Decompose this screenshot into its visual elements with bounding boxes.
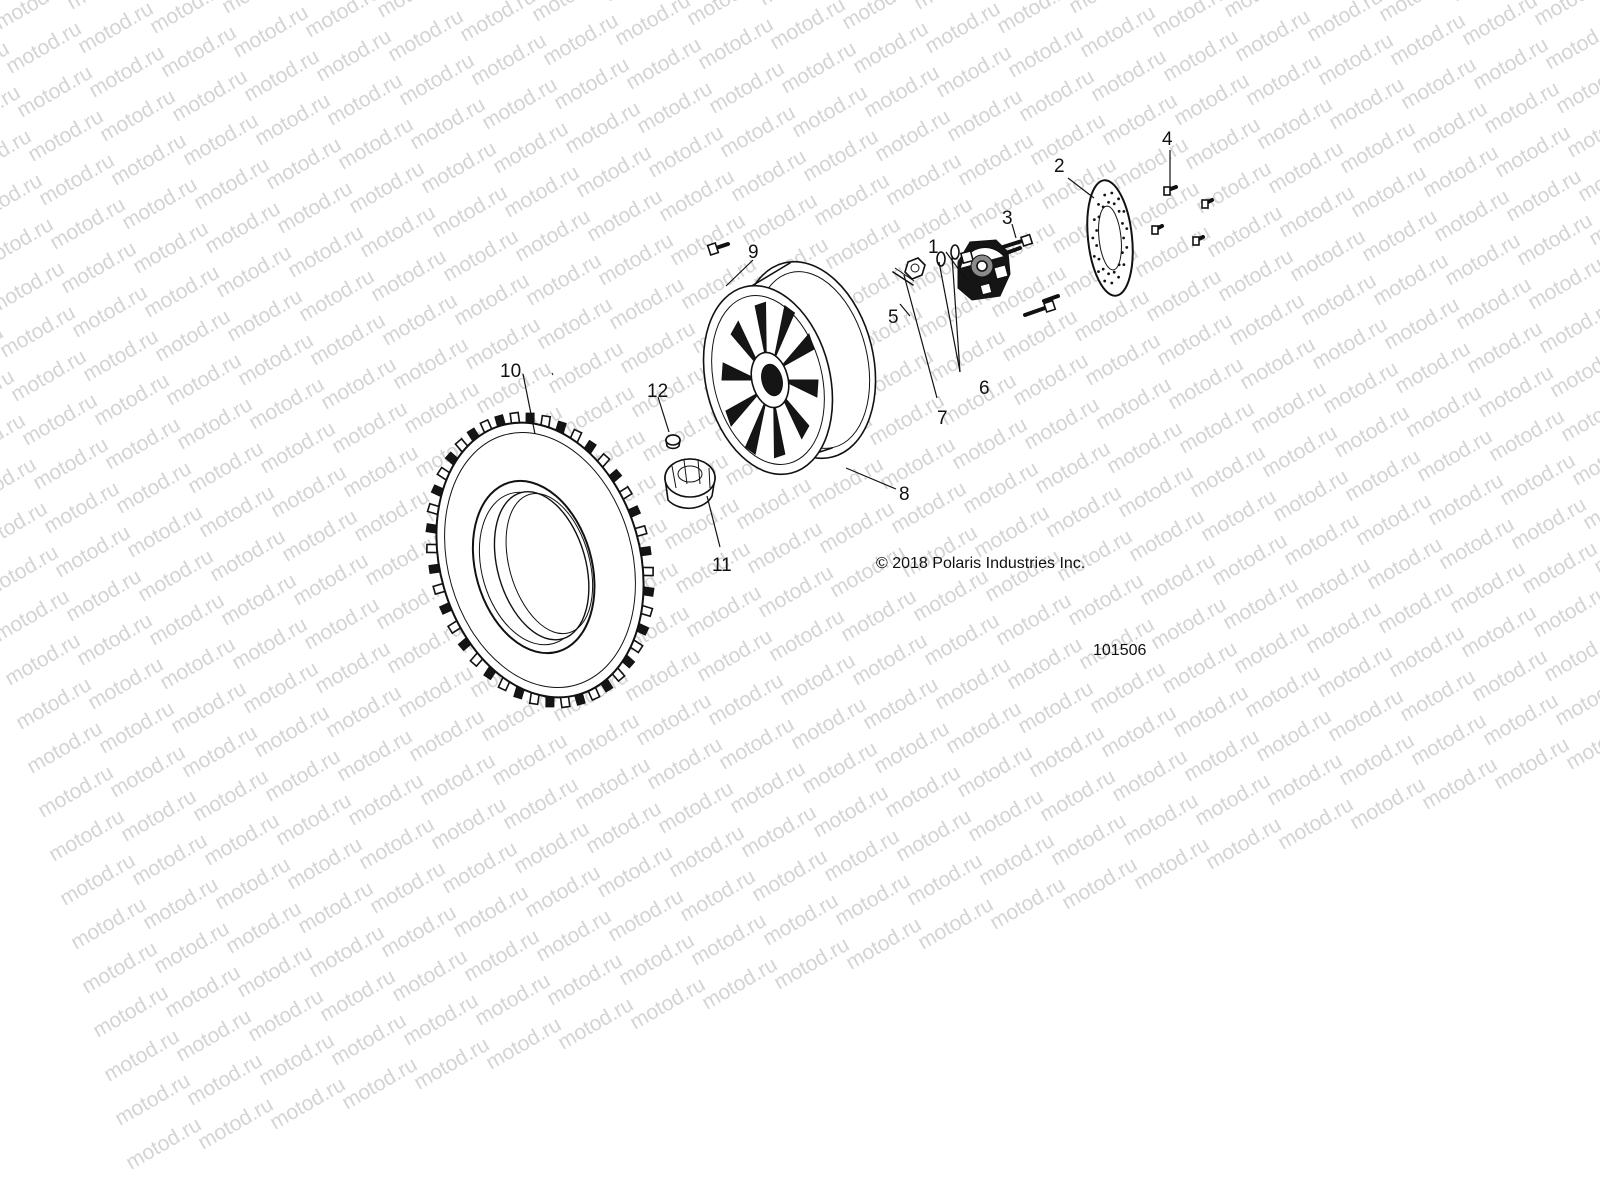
callout-10: 10 [500,361,521,382]
disc-hole [1121,221,1124,225]
disc-hole [1117,263,1121,267]
disc-hole [1103,279,1107,283]
rim-spoke [779,391,810,440]
disc-hole [1107,272,1110,276]
disc-hole [1097,270,1100,274]
disc-hole [1110,191,1114,195]
disc-hole [1112,270,1116,274]
watermark-layer: motod.rumotod.rumotod.rumotod.rumotod.ru… [0,0,1600,1174]
callout-8: 8 [899,484,910,505]
tire[interactable] [393,385,687,734]
disc-hole [1122,236,1126,240]
hub-cap[interactable] [664,458,716,510]
disc-hole [1121,251,1124,255]
rim-spoke [773,304,796,362]
valve-stem[interactable] [665,434,681,450]
disc-hole [1122,263,1126,266]
disc-hole [1101,267,1105,271]
rim-spokes [721,301,819,459]
disc-hole [1095,229,1099,232]
disc-hole [1092,218,1096,221]
callout-11: 11 [712,555,732,576]
disc-hole [1117,209,1121,213]
hub-studs[interactable] [1001,233,1060,317]
rim-spoke [725,391,761,427]
disc-hole [1097,215,1101,219]
disc-hole [1101,205,1105,209]
callout-6: 6 [979,378,990,399]
disc-hole [1117,197,1120,201]
disc-hole [1110,281,1114,285]
rim-spoke [773,398,786,459]
callout-2: 2 [1054,156,1065,177]
callout-7: 7 [937,408,948,429]
disc-hole [1095,244,1099,247]
brake-disc-bolts[interactable] [1151,185,1214,246]
callout-5: 5 [888,307,899,328]
callout-3: 3 [1002,208,1013,229]
rim-spoke [744,398,767,456]
figure-number: 101506 [1093,642,1147,659]
disc-hole [1091,236,1095,240]
disc-hole [1097,202,1100,206]
disc-hole [1122,210,1126,213]
brake-disc-holes [1091,191,1129,285]
disc-hole [1112,202,1116,206]
leader-lines [522,150,1171,548]
disc-hole [1117,275,1120,279]
wheel-stud[interactable] [706,242,730,256]
disc-hole [1125,246,1129,249]
callout-9: 9 [748,242,759,263]
callout-4: 4 [1162,129,1173,150]
stray-mark [551,372,554,376]
wheel-hub[interactable] [957,239,1011,301]
disc-hole [1107,200,1110,204]
rim-spoke [779,333,815,369]
callout-12: 12 [647,381,668,402]
disc-hole [1092,255,1096,258]
brake-disc[interactable] [1082,178,1138,298]
rim-spoke [781,379,819,398]
wheel-rim[interactable] [685,247,896,488]
disc-hole [1125,227,1129,230]
spindle-nut[interactable] [904,257,926,280]
copyright-text: © 2018 Polaris Industries Inc. [876,555,1086,572]
rim-spoke [730,320,761,369]
callout-labels: 1 2 3 4 5 6 7 8 9 10 11 12 [500,129,1173,576]
rim-spoke [754,301,767,362]
washers[interactable] [936,244,960,267]
disc-hole [1103,193,1107,197]
disc-hole [1097,257,1101,261]
rim-spoke [721,362,759,381]
callout-1: 1 [928,237,939,258]
cotter-pin[interactable] [892,267,915,286]
